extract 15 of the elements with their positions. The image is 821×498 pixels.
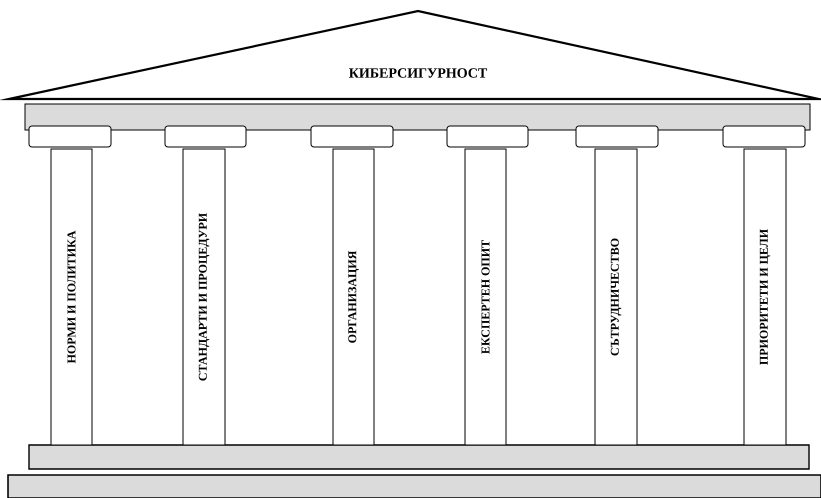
- foundation-bar: [7, 474, 821, 498]
- column-capital: [446, 126, 528, 148]
- architrave-bar: [24, 104, 810, 130]
- base-bar: [28, 444, 810, 470]
- column: ОРГАНИЗАЦИЯ: [332, 148, 374, 446]
- column: НОРМИ И ПОЛИТИКА: [50, 148, 92, 446]
- column: ЕКСПЕРТЕН ОПИТ: [464, 148, 506, 446]
- column-capital: [28, 126, 112, 148]
- column: СЪТРУДНИЧЕСТВО: [594, 148, 638, 446]
- column-capital: [722, 126, 806, 148]
- column: ПРИОРИТЕТИ И ЦЕЛИ: [744, 148, 786, 446]
- column: СТАНДАРТИ И ПРОЦЕДУРИ: [182, 148, 226, 446]
- column-capital: [310, 126, 394, 148]
- column-capital: [576, 126, 658, 148]
- column-capital: [164, 126, 246, 148]
